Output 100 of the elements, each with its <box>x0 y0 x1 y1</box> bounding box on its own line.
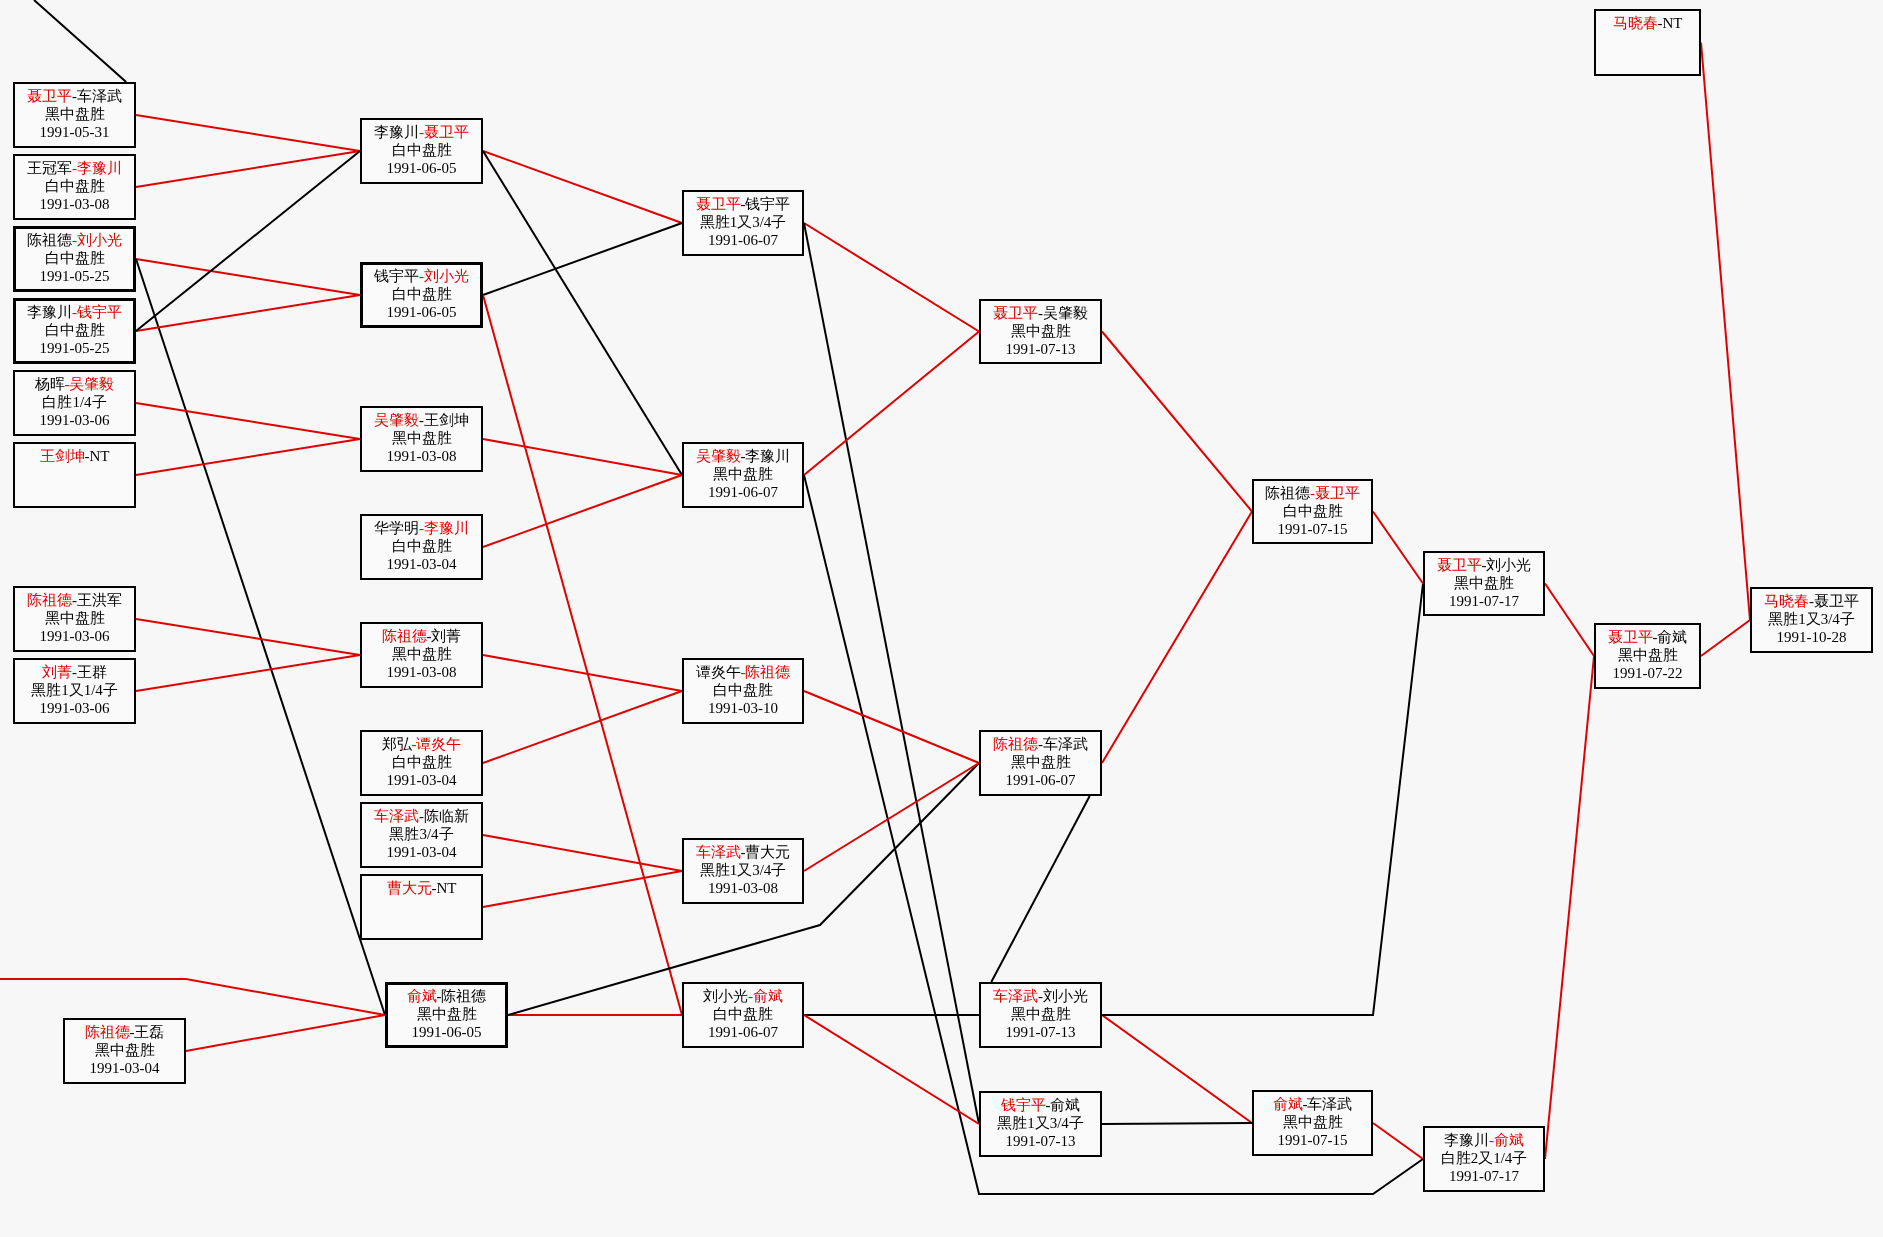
bracket-line <box>482 474 683 548</box>
game-date: 1991-10-28 <box>1776 628 1847 646</box>
bracket-line <box>1101 1014 1253 1124</box>
bracket-line <box>803 1014 980 1016</box>
player-names: 陈祖德-刘小光 <box>27 231 122 249</box>
player-names: 陈祖德-车泽武 <box>993 735 1088 753</box>
game-result: 白中盘胜 <box>391 753 452 771</box>
game-date: 1991-03-04 <box>386 843 457 861</box>
player-names: 杨晖-吴肇毅 <box>34 375 115 393</box>
bracket-line <box>482 870 683 908</box>
match-box <box>360 622 483 688</box>
game-result: 黑胜1又3/4子 <box>699 861 787 879</box>
game-result: 白中盘胜 <box>44 249 105 267</box>
game-result: 黑中盘胜 <box>391 645 452 663</box>
game-result: 白中盘胜 <box>391 537 452 555</box>
bracket-line <box>135 294 361 332</box>
player-names: 吴肇毅-李豫川 <box>695 447 791 465</box>
bracket-line <box>135 150 361 188</box>
player-names: 李豫川-聂卫平 <box>374 123 469 141</box>
match-box <box>13 370 136 436</box>
player-names: 陈祖德-聂卫平 <box>1265 484 1360 502</box>
game-date: 1991-07-13 <box>1005 340 1076 358</box>
game-date: 1991-05-25 <box>39 267 110 285</box>
bracket-line <box>1372 1122 1424 1160</box>
player-names: 王剑坤-NT <box>39 447 110 465</box>
bracket-line <box>1372 510 1424 585</box>
game-result: 黑胜1又1/4子 <box>31 681 118 699</box>
match-box <box>682 190 804 256</box>
bracket-line <box>803 330 980 476</box>
player-names: 聂卫平-刘小光 <box>1436 556 1532 574</box>
game-date: 1991-06-05 <box>386 159 457 177</box>
bracket-line <box>803 690 980 764</box>
bracket-line <box>482 294 683 1016</box>
game-date: 1991-03-04 <box>386 771 457 789</box>
game-date: 1991-06-07 <box>708 1023 778 1041</box>
bracket-line <box>1101 1122 1253 1125</box>
match-box <box>360 118 483 184</box>
game-date: 1991-06-05 <box>411 1023 482 1041</box>
game-result: 白中盘胜 <box>44 177 105 195</box>
player-names: 李豫川-俞斌 <box>1444 1131 1524 1149</box>
game-result: 黑胜3/4子 <box>389 825 454 843</box>
game-date: 1991-07-15 <box>1277 1131 1348 1149</box>
bracket-line <box>990 795 1091 983</box>
match-box <box>979 1091 1102 1157</box>
match-box <box>682 658 804 724</box>
game-date: 1991-06-07 <box>708 483 778 501</box>
player-names: 李豫川-钱宇平 <box>27 303 122 321</box>
game-date: 1991-03-08 <box>708 879 778 897</box>
player-names: 陈祖德-刘菁 <box>381 627 462 645</box>
game-result: 黑中盘胜 <box>391 429 452 447</box>
bracket-line <box>135 150 361 332</box>
match-box <box>13 586 136 652</box>
player-names: 马晓春-聂卫平 <box>1764 592 1859 610</box>
game-date: 1991-03-08 <box>39 195 110 213</box>
game-date: 1991-03-06 <box>39 627 110 645</box>
match-box <box>682 982 804 1048</box>
game-result: 黑胜1又3/4子 <box>699 213 787 231</box>
game-result: 黑中盘胜 <box>44 609 105 627</box>
player-names: 聂卫平-车泽武 <box>27 87 122 105</box>
bracket-line <box>135 438 361 476</box>
game-date: 1991-03-04 <box>89 1059 160 1077</box>
game-result: 白中盘胜 <box>391 285 452 303</box>
bracket-line <box>803 222 980 333</box>
match-box <box>682 838 804 904</box>
game-result: 黑中盘胜 <box>1010 1005 1071 1023</box>
match-box <box>385 982 508 1048</box>
bracket-line <box>1101 330 1253 513</box>
bracket-line <box>0 978 386 1016</box>
game-date: 1991-06-05 <box>386 303 457 321</box>
player-names: 车泽武-曹大元 <box>695 843 791 861</box>
game-result: 白中盘胜 <box>391 141 452 159</box>
game-date: 1991-03-08 <box>386 447 457 465</box>
player-names: 刘菁-王群 <box>42 663 107 681</box>
game-date: 1991-07-15 <box>1277 520 1348 538</box>
bracket-line <box>482 222 683 296</box>
match-box <box>360 406 483 472</box>
player-names: 俞斌-陈祖德 <box>406 987 487 1005</box>
game-result: 黑中盘胜 <box>94 1041 155 1059</box>
game-date: 1991-05-31 <box>39 123 110 141</box>
game-date: 1991-07-17 <box>1449 592 1519 610</box>
player-names: 郑弘-谭炎午 <box>381 735 462 753</box>
match-box <box>979 982 1102 1048</box>
match-box <box>13 658 136 724</box>
game-result: 黑中盘胜 <box>1282 1113 1343 1131</box>
game-date: 1991-03-06 <box>39 411 110 429</box>
game-result: 黑中盘胜 <box>713 465 773 483</box>
player-names: 谭炎午-陈祖德 <box>695 663 791 681</box>
player-names: 聂卫平-钱宇平 <box>695 195 791 213</box>
player-names: 吴肇毅-王剑坤 <box>374 411 469 429</box>
game-result: 黑中盘胜 <box>1617 646 1678 664</box>
bracket-line <box>482 654 683 692</box>
game-result: 白胜1/4子 <box>42 393 107 411</box>
match-box <box>13 442 136 508</box>
player-names: 马晓春-NT <box>1612 14 1683 32</box>
match-box <box>1252 1090 1373 1156</box>
bracket-line <box>803 762 980 872</box>
game-date: 1991-07-17 <box>1449 1167 1519 1185</box>
match-box <box>360 262 483 328</box>
bracket-line <box>1544 582 1595 657</box>
match-box <box>360 730 483 796</box>
